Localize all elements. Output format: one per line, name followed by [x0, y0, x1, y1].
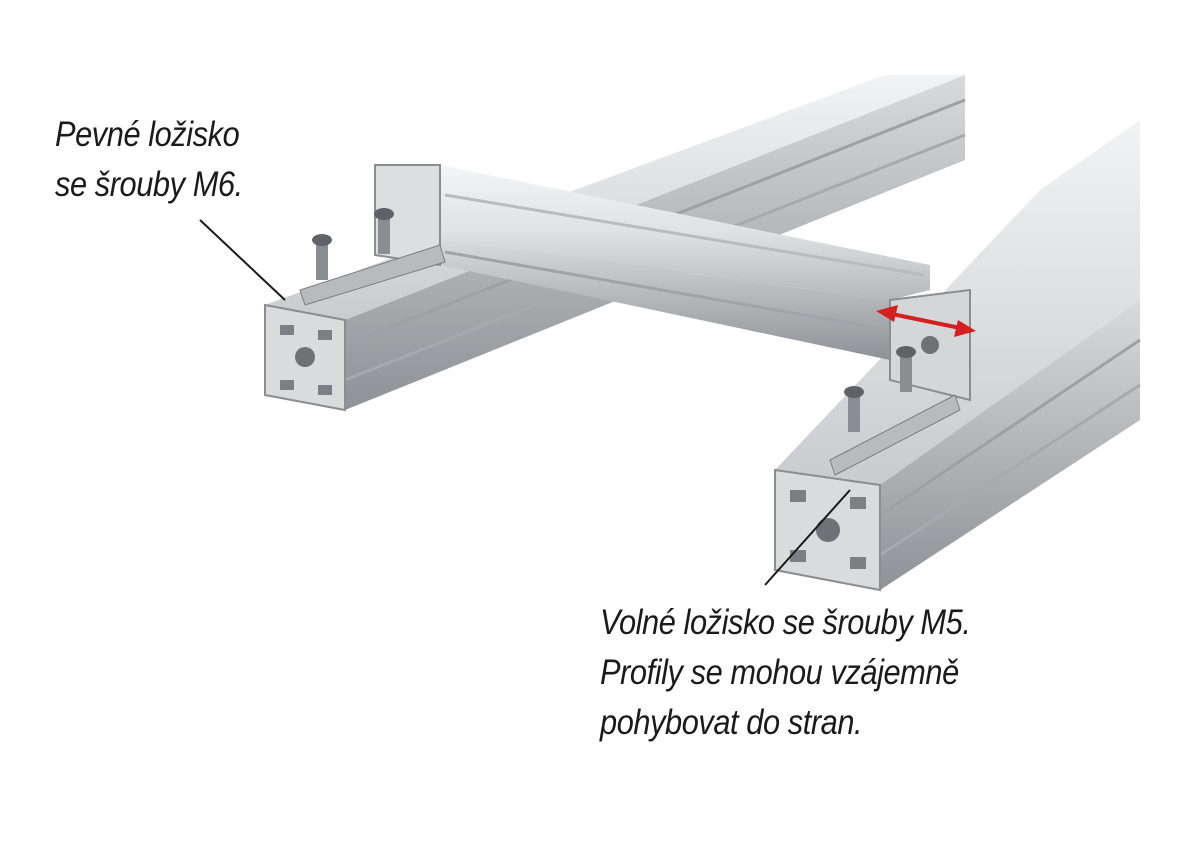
- floating-bearing-leader-line: [764, 489, 851, 586]
- cross-profile: [374, 164, 971, 402]
- fixed-bearing-leader-line: [199, 219, 286, 301]
- floating-bearing-screws: [829, 346, 961, 476]
- fixed-bearing-label: Pevné ložisko se šrouby M6.: [55, 110, 243, 210]
- fixed-bearing-label-line1: Pevné ložisko: [55, 115, 240, 154]
- fixed-bearing-screws: [299, 208, 446, 306]
- floating-bearing-label-line2: Profily se mohou vzájemně: [600, 653, 959, 692]
- floating-bearing-label: Volné ložisko se šrouby M5. Profily se m…: [600, 598, 971, 748]
- floating-bearing-label-line1: Volné ložisko se šrouby M5.: [600, 603, 971, 642]
- floating-bearing-label-line3: pohybovat do stran.: [600, 703, 863, 742]
- lateral-movement-arrow: [876, 305, 976, 337]
- fixed-bearing-label-line2: se šrouby M6.: [55, 165, 243, 204]
